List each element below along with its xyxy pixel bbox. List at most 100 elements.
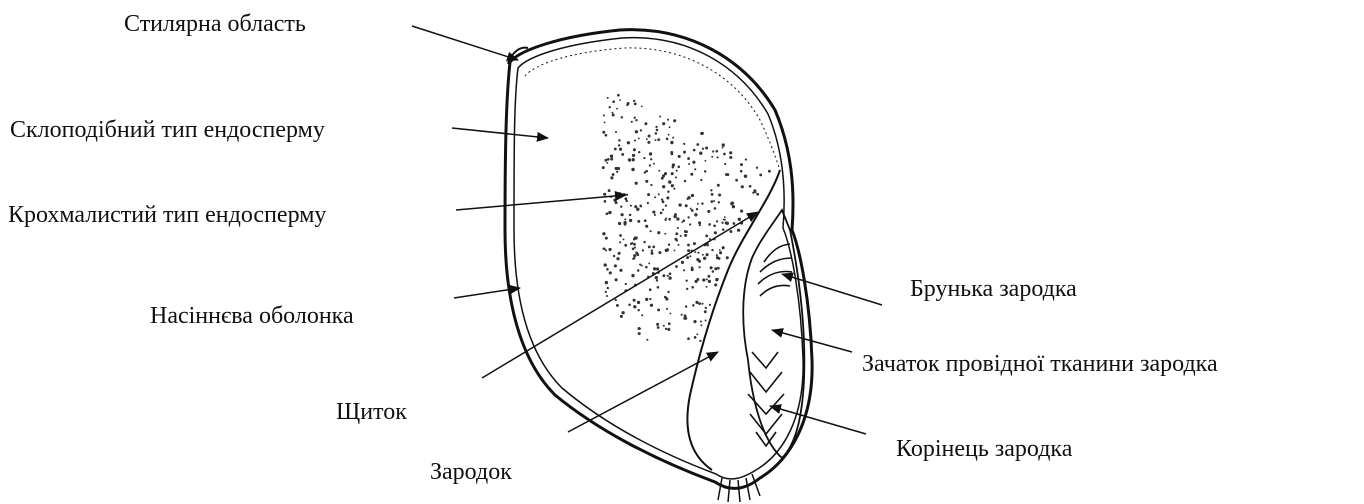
stipple-dot <box>602 131 605 134</box>
stipple-dot <box>687 196 690 199</box>
stipple-dot <box>657 286 660 289</box>
stipple-dot <box>656 279 658 281</box>
embryo-bud-lines <box>758 244 792 296</box>
leader-radicle <box>770 406 866 434</box>
stipple-dot <box>686 288 688 290</box>
stipple-dot <box>684 234 687 237</box>
stipple-dot <box>604 200 607 203</box>
stipple-dot <box>698 302 701 305</box>
stipple-dot <box>694 336 697 339</box>
stipple-dot <box>633 305 636 308</box>
stipple-dot <box>655 276 658 279</box>
stipple-dot <box>696 208 698 210</box>
stipple-dot <box>628 158 631 161</box>
stipple-dot <box>733 222 736 225</box>
stipple-dot <box>668 218 671 221</box>
stipple-dot <box>744 175 747 178</box>
stipple-dot <box>651 249 653 251</box>
stipple-dot <box>605 281 608 284</box>
stipple-dot <box>636 208 639 211</box>
stipple-dot <box>701 303 703 305</box>
stipple-dot <box>610 155 613 158</box>
stipple-dot <box>657 231 660 234</box>
stipple-dot <box>713 200 715 202</box>
stipple-dot <box>706 286 708 288</box>
stipple-dot <box>668 180 671 183</box>
stipple-dot <box>667 328 670 331</box>
stipple-dot <box>665 328 667 330</box>
stipple-dot <box>625 283 627 285</box>
stipple-dot <box>624 244 627 247</box>
stipple-dot <box>664 296 667 299</box>
stipple-dot <box>719 249 721 251</box>
stipple-dot <box>692 304 695 307</box>
stipple-dot <box>690 208 692 210</box>
stipple-dot <box>676 239 678 241</box>
embryo-outline <box>743 210 804 458</box>
stipple-dot <box>607 97 609 99</box>
stipple-dot <box>668 322 671 325</box>
stipple-dot <box>722 143 725 146</box>
stipple-dot <box>645 298 648 301</box>
stipple-dot <box>756 167 758 169</box>
stipple-dot <box>619 99 621 101</box>
stipple-dot <box>732 205 735 208</box>
stipple-dot <box>687 157 690 160</box>
stipple-dot <box>677 244 679 246</box>
stipple-dot <box>666 248 669 251</box>
stipple-dot <box>712 150 714 152</box>
stipple-dot <box>669 126 671 128</box>
stipple-dot <box>686 280 688 282</box>
stipple-dot <box>629 214 632 217</box>
label-starchy-endosperm: Крохмалистий тип ендосперму <box>8 203 326 227</box>
label-embryo-bud: Брунька зародка <box>910 277 1077 301</box>
stipple-dot <box>619 148 622 151</box>
stipple-dot <box>635 119 637 121</box>
stipple-dot <box>718 193 721 196</box>
stipple-dot <box>662 209 664 211</box>
stipple-dot <box>641 106 643 108</box>
stipple-dot <box>624 223 627 226</box>
stipple-dot <box>704 160 706 162</box>
endosperm-boundary <box>525 48 780 170</box>
stipple-dot <box>634 139 636 141</box>
stipple-dot <box>717 184 720 187</box>
stipple-dot <box>652 211 655 214</box>
stipple-dot <box>696 333 698 335</box>
stipple-dot <box>693 242 696 245</box>
stipple-dot <box>628 304 631 307</box>
stipple-dot <box>626 194 628 196</box>
stipple-dot <box>656 129 659 132</box>
leader-vitreous <box>452 128 548 138</box>
stipple-dot <box>614 148 617 151</box>
stipple-dot <box>726 256 729 259</box>
stipple-dot <box>638 332 641 335</box>
stipple-dot <box>635 236 638 239</box>
stipple-dot <box>615 278 618 281</box>
stipple-dot <box>637 269 640 272</box>
stipple-dot <box>640 129 642 131</box>
stipple-dot <box>611 112 613 114</box>
stipple-dot <box>616 108 618 110</box>
stipple-dot <box>683 151 686 154</box>
stipple-dot <box>617 94 620 97</box>
stipple-dot <box>691 209 694 212</box>
stipple-dot <box>640 206 642 208</box>
stipple-dot <box>678 166 681 169</box>
stipple-dot <box>674 250 676 252</box>
stipple-dot <box>672 166 675 169</box>
stipple-dot <box>700 320 702 322</box>
stipple-dot <box>708 280 711 283</box>
stipple-dot <box>667 119 669 121</box>
stipple-dot <box>645 266 648 269</box>
stipple-dot <box>631 274 634 277</box>
stipple-dot <box>616 171 618 173</box>
stipple-dot <box>633 254 636 257</box>
stipple-dot <box>724 219 726 221</box>
stipple-dot <box>632 154 635 157</box>
stipple-dot <box>627 141 630 144</box>
stipple-dot <box>714 207 717 210</box>
stipple-dot <box>631 168 634 171</box>
stipple-dot <box>653 163 655 165</box>
